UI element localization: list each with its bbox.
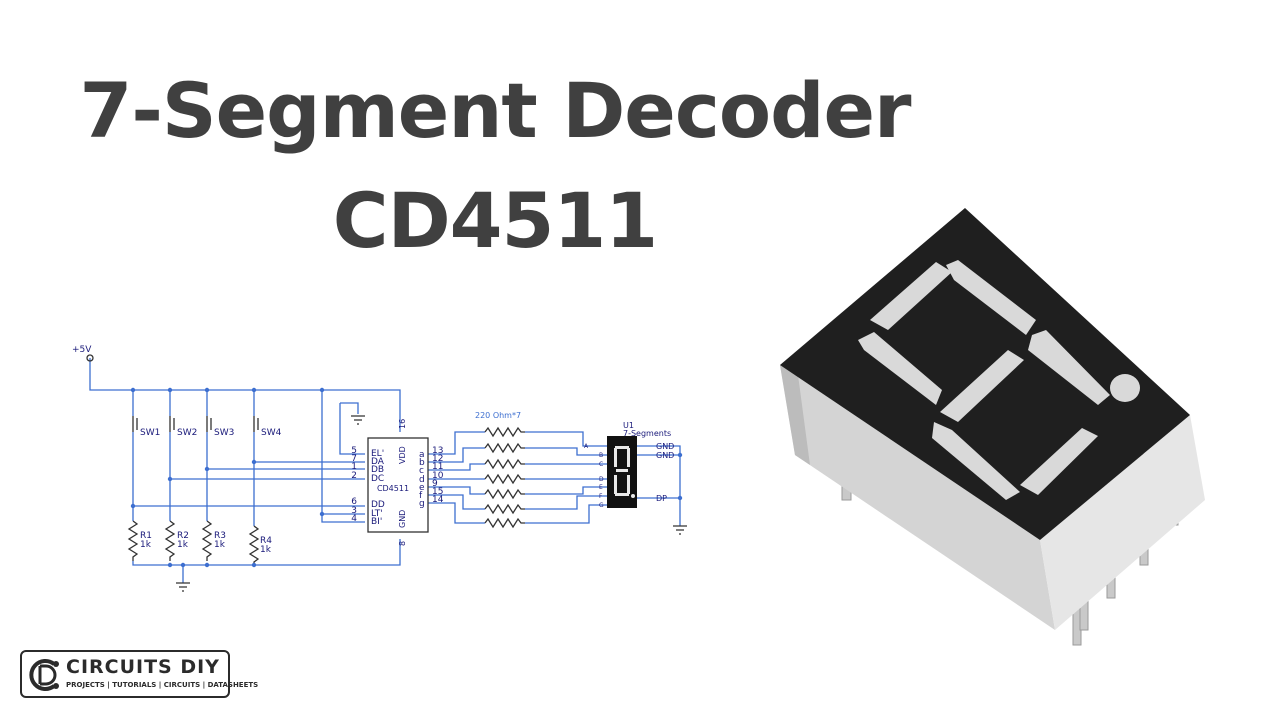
ic-pin-num: 14	[432, 495, 444, 505]
display-type: 7-Segments	[623, 429, 671, 438]
resistor-name-1: R1	[140, 531, 152, 541]
switch-symbols	[132, 416, 259, 432]
ic-pin-num: 3	[351, 506, 357, 516]
ic-pin-num: 9	[432, 479, 438, 489]
resistor-bank-label: 220 Ohm*7	[475, 411, 521, 420]
circuit-logo-icon	[29, 659, 59, 691]
display-pin-label: D	[599, 476, 604, 483]
ic-body	[367, 437, 429, 533]
junction-dots	[130, 387, 683, 568]
ic-pin-num: 5	[351, 446, 357, 456]
ic-gnd-pin: 8	[398, 541, 407, 546]
ic-pin-num: 15	[432, 487, 443, 497]
display-pin-label: G	[599, 502, 604, 509]
ic-gnd-label: GND	[398, 510, 407, 528]
display-symbol	[607, 436, 637, 508]
switch-label-2: SW2	[177, 428, 197, 438]
ic-seg-label: f	[419, 491, 423, 501]
ic-pin-num: 6	[351, 497, 357, 507]
ic-pin-label: DA	[371, 457, 385, 467]
ground-symbols	[176, 415, 687, 592]
resistor-name-2: R2	[177, 531, 189, 541]
logo-name: CIRCUITS DIY	[66, 656, 220, 678]
ic-pin-num: 13	[432, 446, 443, 456]
resistor-value-1: 1k	[140, 540, 152, 550]
display-ref: U1	[623, 421, 634, 430]
output-resistor-bank	[484, 426, 525, 529]
display-dp: DP	[656, 494, 667, 503]
ic-pin-label: DC	[371, 474, 384, 484]
switch-label-4: SW4	[261, 428, 282, 438]
ic-pin-label: DD	[371, 500, 385, 510]
ic-pin-label: BI'	[371, 517, 382, 527]
circuit-schematic: +5V SW1 SW2 SW3 SW4 R1 1k R2 1k R3 1k R4…	[72, 345, 687, 592]
switch-label-3: SW3	[214, 428, 234, 438]
title-line-2: CD4511	[332, 176, 658, 265]
seven-segment-display-photo	[780, 208, 1205, 646]
ic-seg-label: e	[419, 483, 425, 493]
resistor-value-2: 1k	[177, 540, 189, 550]
display-pin-label: C	[599, 461, 603, 468]
pulldown-resistor-symbols	[127, 520, 260, 565]
ic-seg-label: d	[419, 475, 425, 485]
ic-seg-label: g	[419, 499, 425, 509]
display-pin-label: B	[599, 452, 603, 459]
ic-seg-label: c	[419, 466, 424, 476]
display-body-front	[780, 365, 1055, 630]
ic-pin-num: 7	[351, 454, 357, 464]
ic-pin-num: 10	[432, 471, 444, 481]
ic-seg-label: a	[419, 450, 425, 460]
display-body-side	[1040, 415, 1205, 630]
resistor-name-3: R3	[214, 531, 226, 541]
ic-vdd-label: VDD	[398, 446, 407, 464]
ic-pin-label: DB	[371, 465, 384, 475]
display-pin-label: F	[599, 493, 603, 500]
ic-pin-num: 1	[351, 462, 357, 472]
ic-pin-num: 12	[432, 454, 443, 464]
resistor-value-4: 1k	[260, 545, 272, 555]
ic-vdd-pin: 16	[398, 419, 407, 429]
display-pin-label: E	[599, 484, 603, 491]
decimal-point	[1110, 374, 1140, 402]
ic-pin-label: LT'	[371, 509, 383, 519]
display-segments	[858, 260, 1110, 500]
ic-pin-num: 2	[351, 471, 357, 481]
display-gnd-2: GND	[656, 451, 674, 460]
title-line-1: 7-Segment Decoder	[79, 66, 911, 155]
ic-pin-num: 4	[351, 514, 357, 524]
logo-tagline: PROJECTS | TUTORIALS | CIRCUITS | DATASH…	[66, 681, 259, 689]
ic-seg-label: b	[419, 458, 425, 468]
supply-label: +5V	[72, 345, 92, 355]
switch-label-1: SW1	[140, 428, 160, 438]
resistor-value-3: 1k	[214, 540, 226, 550]
ic-name: CD4511	[377, 484, 409, 493]
supply-terminal-icon	[86, 354, 94, 362]
display-gnd-1: GND	[656, 442, 674, 451]
ic-pin-num: 11	[432, 462, 443, 472]
resistor-name-4: R4	[260, 536, 272, 546]
ic-pin-label: EL'	[371, 449, 384, 459]
wires	[89, 358, 681, 583]
display-pin-label: A	[584, 443, 589, 450]
circuits-diy-logo[interactable]: CIRCUITS DIY PROJECTS | TUTORIALS | CIRC…	[20, 650, 258, 698]
